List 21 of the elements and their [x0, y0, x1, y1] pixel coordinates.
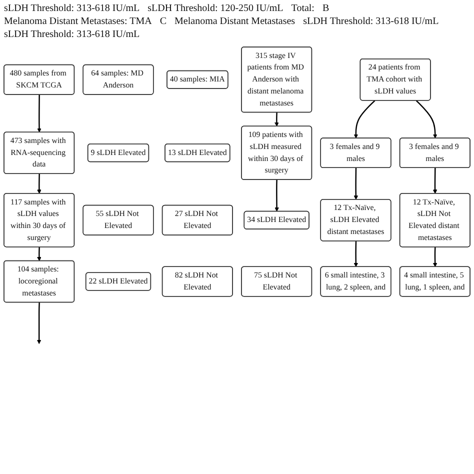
arrow	[354, 241, 358, 268]
arrow	[416, 100, 438, 138]
arrow	[354, 168, 358, 200]
note-text: sLDH Threshold: 120-250 IU/mL	[148, 3, 284, 14]
arrow	[36, 302, 42, 344]
note-text: C	[160, 16, 167, 27]
note-text: sLDH Threshold: 313-618 IU/mL	[4, 3, 140, 14]
note-text: sLDH Threshold: 313-618 IU/mL	[303, 16, 439, 27]
arrow	[274, 180, 279, 212]
arrow	[354, 100, 376, 138]
arrow	[37, 174, 42, 194]
arrow	[37, 94, 42, 132]
arrow	[274, 112, 279, 127]
note-text: Total:	[291, 3, 314, 14]
note-text: sLDH Threshold: 313-618 IU/mL	[4, 29, 140, 40]
note-text: Melanoma Distant Metastases: TMA	[4, 16, 152, 27]
note-text: B	[322, 3, 330, 14]
arrow	[37, 247, 42, 262]
note-text: Melanoma Distant Metastases	[174, 16, 296, 27]
arrow	[432, 168, 438, 194]
arrow	[432, 247, 438, 268]
